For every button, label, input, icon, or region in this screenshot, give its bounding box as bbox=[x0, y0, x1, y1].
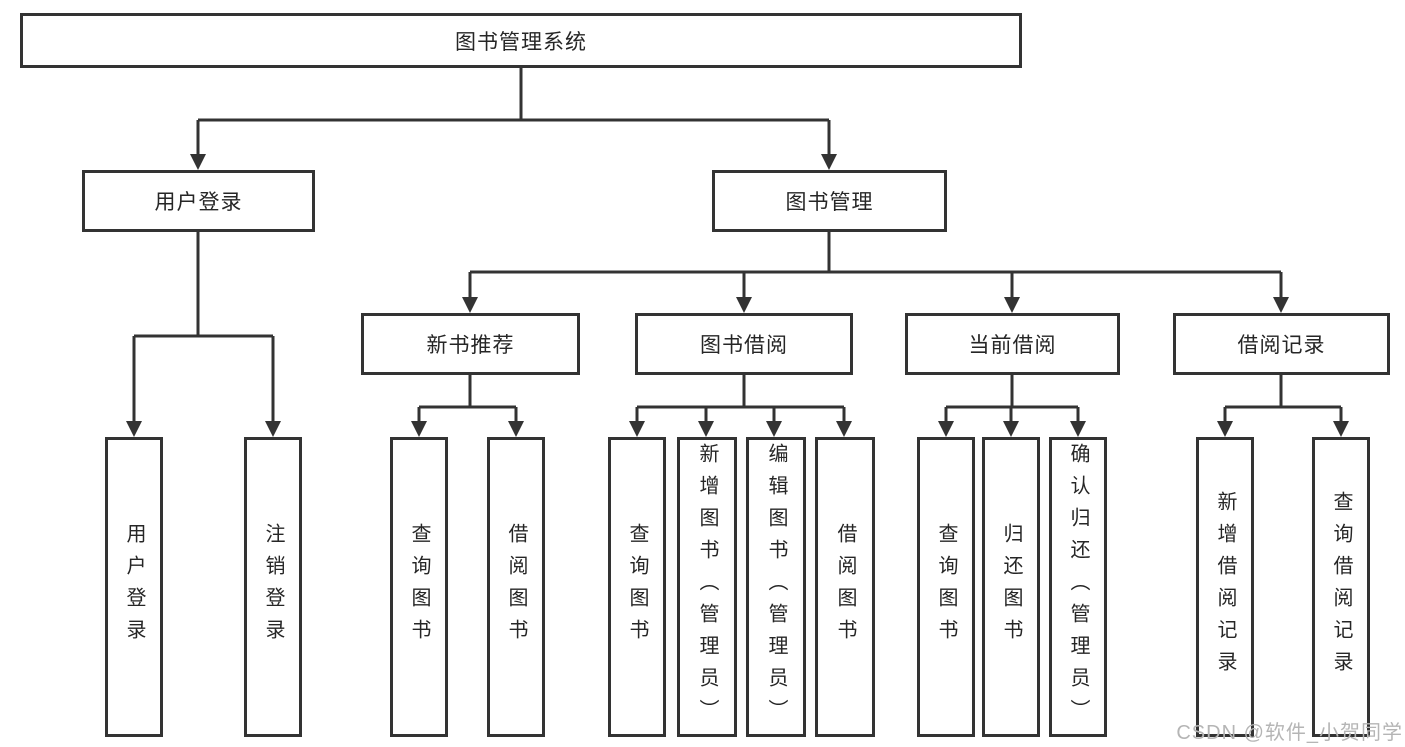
csdn-watermark: CSDN @软件_小贺同学 bbox=[1176, 722, 1403, 744]
leaf-cur-query-book: 查询图书 bbox=[917, 437, 975, 737]
leaf-log-query-record-label: 查询借阅记录 bbox=[1330, 491, 1352, 683]
edge-line bbox=[1223, 375, 1343, 425]
edge-line bbox=[196, 68, 831, 158]
leaf-logout-label: 注销登录 bbox=[262, 523, 284, 651]
edge-line bbox=[944, 375, 1080, 425]
node-new-book-rec: 新书推荐 bbox=[361, 313, 580, 375]
edge-borrow-record-children bbox=[1223, 375, 1343, 425]
leaf-bb-add-book-admin-label: 新增图书（管理员） bbox=[696, 443, 718, 731]
edge-root-to-level2 bbox=[196, 68, 831, 158]
leaf-rec-query-book-label: 查询图书 bbox=[408, 523, 430, 651]
edge-line bbox=[468, 232, 1283, 301]
edge-book-mgmt-arrows bbox=[462, 297, 1289, 313]
node-user-login-label: 用户登录 bbox=[154, 191, 243, 214]
edge-borrow-record-arrows bbox=[1217, 421, 1349, 437]
leaf-bb-query-book-label: 查询图书 bbox=[626, 523, 648, 651]
leaf-bb-borrow-book-label: 借阅图书 bbox=[834, 523, 856, 651]
arrow-down-icon bbox=[629, 421, 645, 437]
arrow-down-icon bbox=[1070, 421, 1086, 437]
arrow-down-icon bbox=[1217, 421, 1233, 437]
node-book-borrow-label: 图书借阅 bbox=[700, 334, 788, 357]
leaf-cur-confirm-return-admin: 确认归还（管理员） bbox=[1049, 437, 1107, 737]
leaf-log-add-record-label: 新增借阅记录 bbox=[1214, 491, 1236, 683]
leaf-cur-return-book-label: 归还图书 bbox=[1000, 523, 1022, 651]
arrow-down-icon bbox=[836, 421, 852, 437]
edge-line bbox=[132, 232, 275, 425]
leaf-user-login: 用户登录 bbox=[105, 437, 163, 737]
arrow-down-icon bbox=[265, 421, 281, 437]
edge-line bbox=[417, 375, 518, 425]
leaf-rec-borrow-book-label: 借阅图书 bbox=[505, 523, 527, 651]
leaf-bb-query-book: 查询图书 bbox=[608, 437, 666, 737]
node-book-borrow: 图书借阅 bbox=[635, 313, 853, 375]
node-borrow-record: 借阅记录 bbox=[1173, 313, 1390, 375]
arrow-down-icon bbox=[736, 297, 752, 313]
arrow-down-icon bbox=[126, 421, 142, 437]
edge-new-book-rec-children bbox=[417, 375, 518, 425]
node-new-book-rec-label: 新书推荐 bbox=[426, 334, 515, 357]
leaf-cur-confirm-return-admin-label: 确认归还（管理员） bbox=[1067, 443, 1089, 731]
edge-current-borrow-arrows bbox=[938, 421, 1086, 437]
arrow-down-icon bbox=[698, 421, 714, 437]
node-borrow-record-label: 借阅记录 bbox=[1237, 334, 1326, 357]
node-current-borrow-label: 当前借阅 bbox=[968, 334, 1057, 357]
arrow-down-icon bbox=[190, 154, 206, 170]
leaf-rec-query-book: 查询图书 bbox=[390, 437, 448, 737]
edge-current-borrow-children bbox=[944, 375, 1080, 425]
edge-user-login-arrows bbox=[126, 421, 281, 437]
arrow-down-icon bbox=[1004, 297, 1020, 313]
node-book-mgmt-label: 图书管理 bbox=[785, 191, 874, 214]
leaf-bb-add-book-admin: 新增图书（管理员） bbox=[677, 437, 737, 737]
arrow-down-icon bbox=[462, 297, 478, 313]
node-root: 图书管理系统 bbox=[20, 13, 1022, 68]
edge-book-mgmt-children bbox=[468, 232, 1283, 301]
arrow-down-icon bbox=[1003, 421, 1019, 437]
leaf-log-query-record: 查询借阅记录 bbox=[1312, 437, 1370, 737]
edge-new-book-rec-arrows bbox=[411, 421, 524, 437]
leaf-rec-borrow-book: 借阅图书 bbox=[487, 437, 545, 737]
node-root-label: 图书管理系统 bbox=[455, 30, 587, 54]
edge-root-to-level2-arrows bbox=[190, 154, 837, 170]
node-book-mgmt: 图书管理 bbox=[712, 170, 947, 232]
arrow-down-icon bbox=[938, 421, 954, 437]
arrow-down-icon bbox=[1273, 297, 1289, 313]
edge-user-login-children bbox=[132, 232, 275, 425]
arrow-down-icon bbox=[821, 154, 837, 170]
leaf-user-login-label: 用户登录 bbox=[123, 523, 145, 651]
node-current-borrow: 当前借阅 bbox=[905, 313, 1120, 375]
leaf-bb-edit-book-admin-label: 编辑图书（管理员） bbox=[765, 443, 787, 731]
leaf-cur-query-book-label: 查询图书 bbox=[935, 523, 957, 651]
arrow-down-icon bbox=[766, 421, 782, 437]
arrow-down-icon bbox=[1333, 421, 1349, 437]
leaf-cur-return-book: 归还图书 bbox=[982, 437, 1040, 737]
edge-book-borrow-arrows bbox=[629, 421, 852, 437]
arrow-down-icon bbox=[508, 421, 524, 437]
edge-book-borrow-children bbox=[635, 375, 846, 425]
arrow-down-icon bbox=[411, 421, 427, 437]
leaf-bb-borrow-book: 借阅图书 bbox=[815, 437, 875, 737]
edge-line bbox=[635, 375, 846, 425]
leaf-log-add-record: 新增借阅记录 bbox=[1196, 437, 1254, 737]
node-user-login: 用户登录 bbox=[82, 170, 315, 232]
leaf-logout: 注销登录 bbox=[244, 437, 302, 737]
leaf-bb-edit-book-admin: 编辑图书（管理员） bbox=[746, 437, 806, 737]
